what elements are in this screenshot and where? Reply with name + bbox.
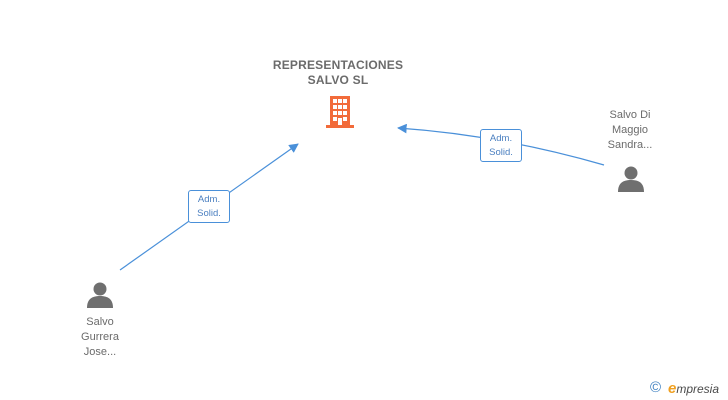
company-name-line1: REPRESENTACIONES <box>272 58 404 72</box>
brand-logo[interactable]: empresia <box>668 380 719 397</box>
person-icon[interactable] <box>617 165 645 193</box>
person-name-line2: Maggio <box>611 124 649 136</box>
edge-label-p2[interactable]: Adm. Solid. <box>480 129 522 162</box>
building-icon[interactable] <box>325 95 355 129</box>
person-name-line1: Salvo <box>86 316 114 328</box>
edge-label-line1: Adm. <box>197 194 221 205</box>
person-name-line3: Sandra... <box>607 139 653 151</box>
edge-label-line1: Adm. <box>489 133 513 144</box>
brand-rest: mpresia <box>676 382 720 396</box>
copyright-icon: © <box>650 379 662 396</box>
brand-initial: e <box>668 380 677 397</box>
edge-label-line2: Solid. <box>197 208 221 219</box>
edge-label-line2: Solid. <box>489 147 513 158</box>
person-icon[interactable] <box>86 281 114 309</box>
person-name-line2: Gurrera <box>81 331 119 343</box>
company-name-line2: SALVO SL <box>307 73 369 87</box>
person-name-p2[interactable]: Salvo Di Maggio Sandra... <box>590 108 670 153</box>
company-name[interactable]: REPRESENTACIONES SALVO SL <box>258 58 418 88</box>
person-name-line3: Jose... <box>83 346 117 358</box>
person-name-p1[interactable]: Salvo Gurrera Jose... <box>60 315 140 360</box>
person-name-line1: Salvo Di <box>609 109 651 121</box>
edge-label-p1[interactable]: Adm. Solid. <box>188 190 230 223</box>
